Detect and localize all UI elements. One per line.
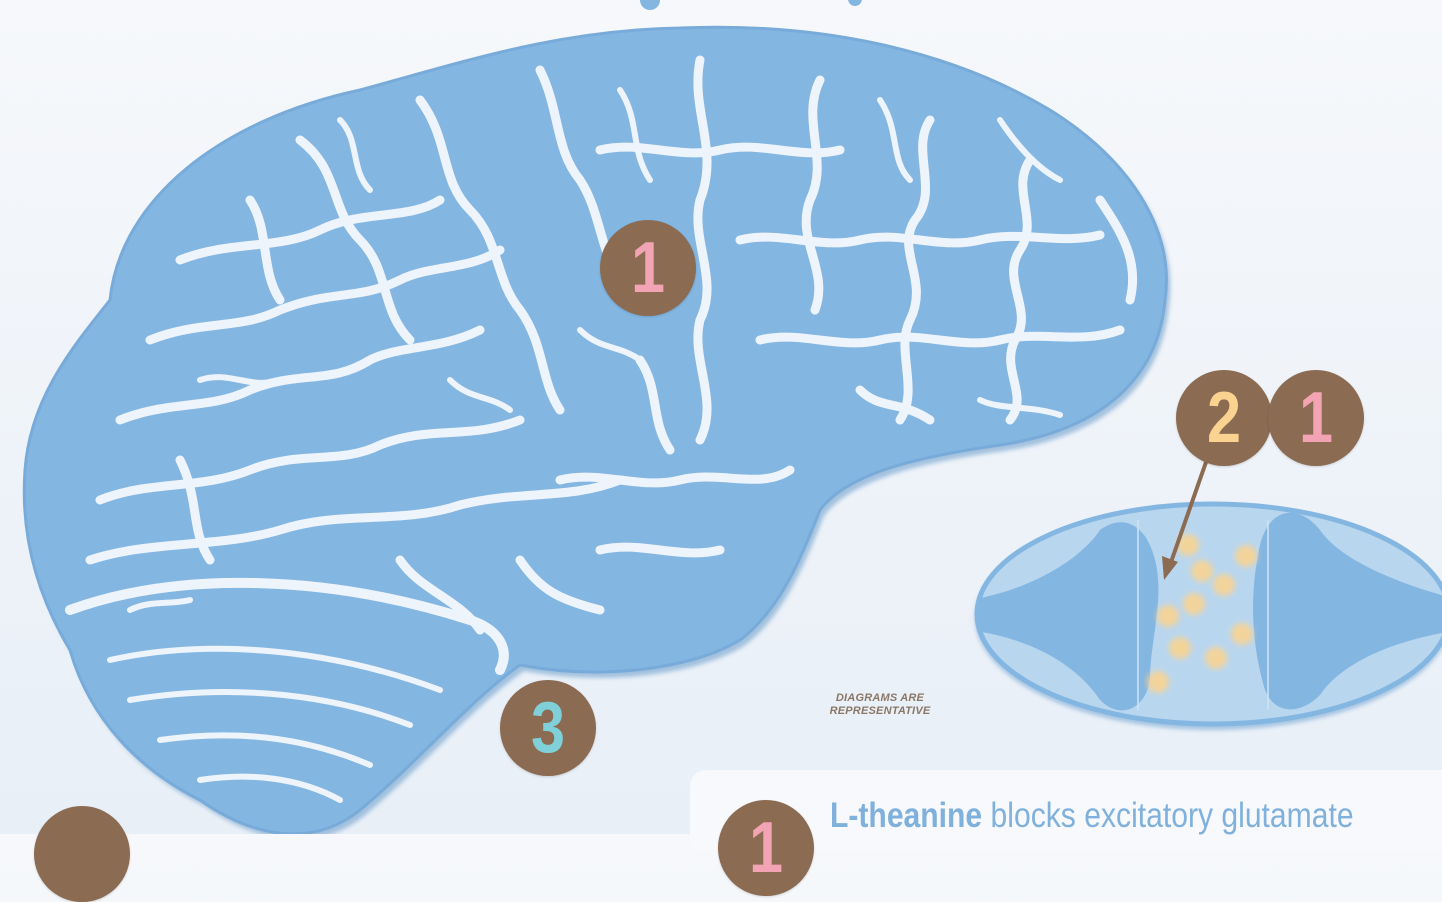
diagram-stage: 1 2 1 3 DIAGRAMS ARE REPRESENTATIVE 1 L-… [0,0,1442,834]
title-fragment [848,0,862,6]
badge-1-synapse: 1 [1268,370,1364,466]
diagram-disclaimer: DIAGRAMS ARE REPRESENTATIVE [800,692,960,718]
badge-1-brain: 1 [600,220,696,316]
disclaimer-line: REPRESENTATIVE [800,705,960,718]
caption-term: L-theanine [830,796,982,835]
caption-text: L-theanine blocks excitatory glutamate [830,796,1354,836]
badge-label: 1 [1299,382,1333,454]
brain [24,27,1166,834]
badge-partial [34,806,130,902]
badge-3-cerebellum: 3 [500,680,596,776]
badge-label: 1 [631,232,665,304]
title-fragment [640,0,660,10]
badge-label: 2 [1207,382,1241,454]
badge-label: 3 [531,692,565,764]
caption-badge-1: 1 [718,800,814,896]
disclaimer-line: DIAGRAMS ARE [800,692,960,705]
badge-2-synapse: 2 [1176,370,1272,466]
caption-rest: blocks excitatory glutamate [982,796,1353,835]
badge-label: 1 [749,812,783,884]
